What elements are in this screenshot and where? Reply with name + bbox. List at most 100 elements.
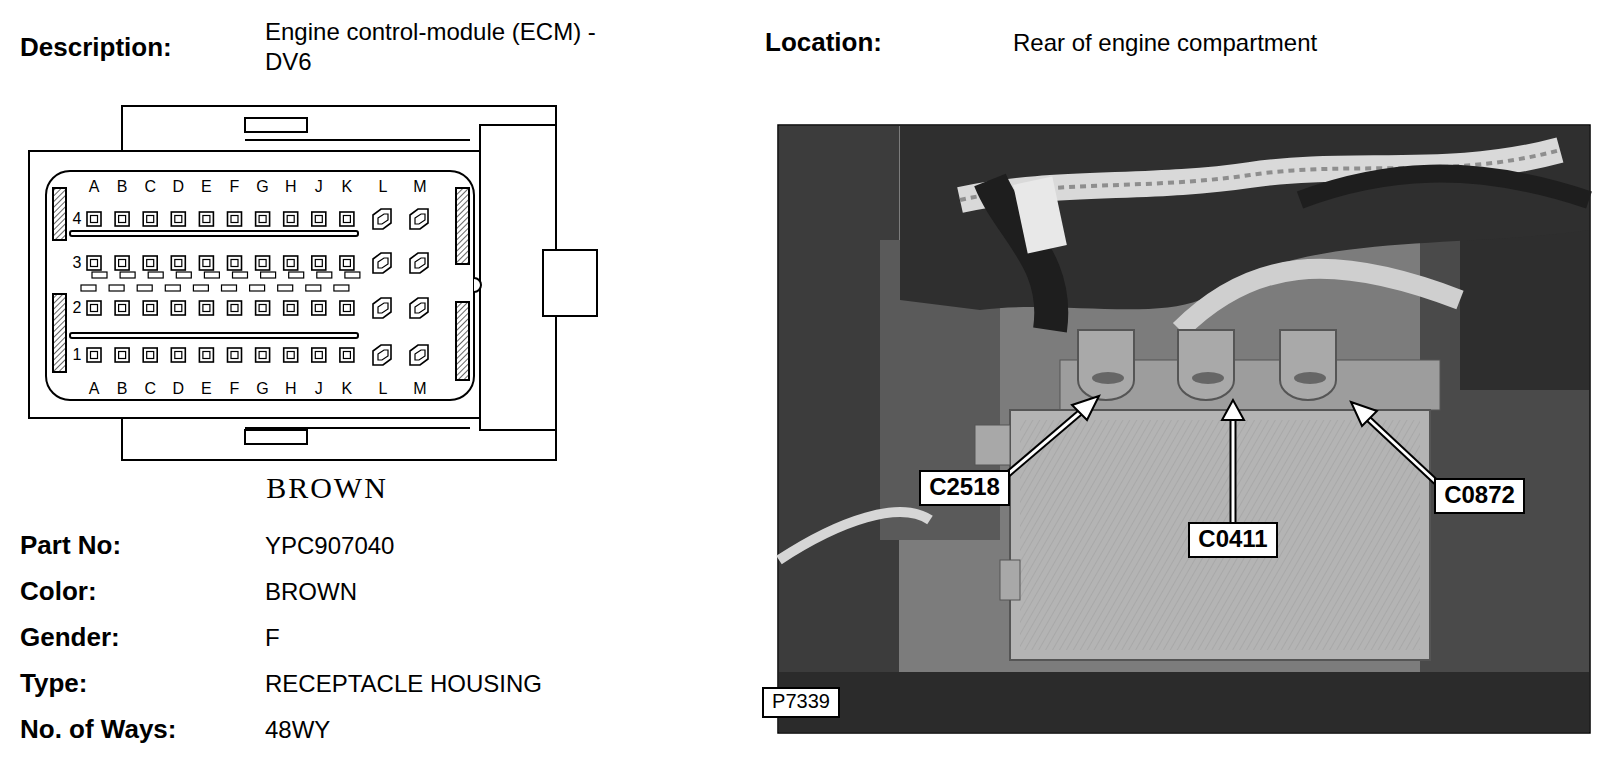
pin-contact — [287, 260, 294, 267]
callout-box: C2518 — [919, 470, 1010, 506]
pin-column-letter: M — [413, 380, 426, 398]
ecm-case — [1010, 410, 1430, 660]
pin-cavity — [256, 301, 270, 315]
latch-tab — [222, 285, 237, 291]
pin-contact — [343, 305, 350, 312]
pin-cavity — [199, 348, 213, 362]
power-pin-contact — [378, 350, 388, 360]
pin-contact — [315, 260, 322, 267]
pin-cavity — [340, 301, 354, 315]
pin-cavity — [284, 348, 298, 362]
pin-row-number: 4 — [73, 210, 82, 228]
latch-tab — [176, 272, 191, 278]
conduit — [1300, 174, 1589, 200]
power-pin-contact — [415, 350, 425, 360]
latch-tab — [165, 285, 180, 291]
pin-contact — [203, 216, 210, 223]
pin-cavity — [256, 212, 270, 226]
pin-contact — [175, 216, 182, 223]
power-pin-cavity — [373, 253, 391, 273]
pin-cavity — [143, 348, 157, 362]
pin-column-letter: E — [201, 178, 212, 196]
field-value: Engine control-module (ECM) - DV6 — [265, 17, 625, 77]
power-pin-cavity — [373, 298, 391, 318]
pin-contact — [147, 260, 154, 267]
pin-cavity — [228, 301, 242, 315]
pin-cavity — [87, 256, 101, 270]
latch-tab — [137, 285, 152, 291]
pin-column-letter: H — [285, 380, 297, 398]
harness-tag — [1013, 177, 1067, 254]
pin-cavity — [115, 348, 129, 362]
pin-contact — [287, 352, 294, 359]
latch-tab — [278, 285, 293, 291]
pin-column-letter: C — [144, 380, 156, 398]
pin-contact — [315, 305, 322, 312]
row-bar — [70, 231, 358, 236]
latch-tab — [204, 272, 219, 278]
pin-cavity — [312, 256, 326, 270]
pin-column-letter: D — [173, 380, 185, 398]
pin-cavity — [143, 301, 157, 315]
pin-contact — [259, 260, 266, 267]
latch-tab — [148, 272, 163, 278]
callout-box: C0872 — [1434, 478, 1525, 514]
power-pin-cavity — [373, 209, 391, 229]
pin-cavity — [284, 212, 298, 226]
pin-cavity — [171, 212, 185, 226]
pin-contact — [175, 352, 182, 359]
leader-arrow — [1008, 396, 1436, 524]
pin-contact — [147, 216, 154, 223]
latch-tab — [250, 285, 265, 291]
connector-drawing — [29, 106, 597, 460]
pin-column-letter: G — [256, 380, 268, 398]
lever-slot — [1092, 372, 1124, 384]
pin-contact — [343, 260, 350, 267]
pin-cavity — [115, 256, 129, 270]
pin-cavity — [340, 212, 354, 226]
pin-contact — [175, 305, 182, 312]
pin-contact — [175, 260, 182, 267]
clip-detail — [245, 118, 307, 132]
latch-tab — [289, 272, 304, 278]
pin-cavity — [171, 348, 185, 362]
hatched-key — [53, 188, 66, 240]
pin-column-letter: K — [342, 380, 353, 398]
pin-contact — [203, 352, 210, 359]
field-label: No. of Ways: — [20, 715, 176, 745]
pin-column-letter: D — [173, 178, 185, 196]
pin-column-letter: F — [230, 178, 240, 196]
callout-box: C0411 — [1188, 522, 1278, 558]
pin-contact — [119, 305, 126, 312]
pin-column-letter: F — [230, 380, 240, 398]
field-value: F — [265, 624, 280, 652]
latch-tab — [334, 285, 349, 291]
pin-cavity — [143, 256, 157, 270]
pin-contact — [91, 352, 98, 359]
ecm-texture — [1020, 420, 1420, 650]
pin-cavity — [256, 256, 270, 270]
pin-cavity — [143, 212, 157, 226]
field-value: YPC907040 — [265, 532, 394, 560]
pin-contact — [231, 305, 238, 312]
pin-contact — [91, 260, 98, 267]
field-value: Rear of engine compartment — [1013, 29, 1317, 57]
pin-contact — [315, 216, 322, 223]
pin-contact — [343, 216, 350, 223]
field-value: 48WY — [265, 716, 330, 744]
pin-contact — [343, 352, 350, 359]
field-label: Description: — [20, 33, 172, 63]
pin-cavity — [284, 301, 298, 315]
lever-slot — [1294, 372, 1326, 384]
pin-contact — [91, 305, 98, 312]
power-pin-contact — [378, 258, 388, 268]
pin-row-number: 3 — [73, 254, 82, 272]
latch-tab — [92, 272, 107, 278]
pin-contact — [259, 216, 266, 223]
pin-cavity — [171, 301, 185, 315]
connector-lever — [1178, 330, 1234, 400]
pin-cavity — [340, 256, 354, 270]
latch-tab — [233, 272, 248, 278]
field-value: RECEPTACLE HOUSING — [265, 670, 542, 698]
pin-cavity — [171, 256, 185, 270]
